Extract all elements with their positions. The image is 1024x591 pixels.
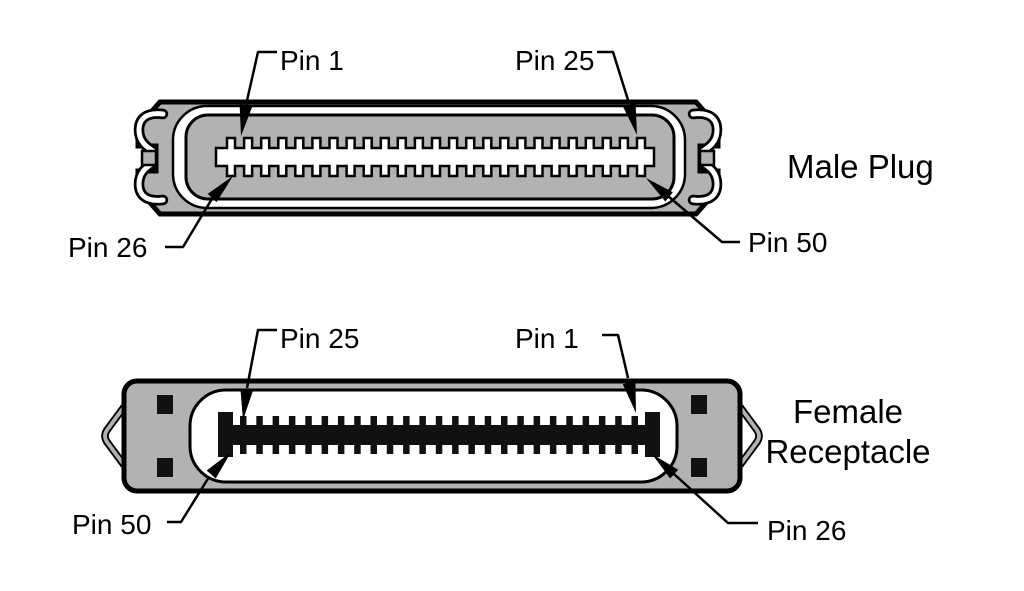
female-pin1-label: Pin 1 [515, 323, 579, 354]
female-pin25-leader [245, 328, 277, 389]
female-receptacle-diagram: Pin 25 Pin 1 Pin 50 Pin 26 Female Recept… [72, 323, 931, 546]
female-pin25-label: Pin 25 [280, 323, 359, 354]
female-pin26-label: Pin 26 [767, 515, 846, 546]
male-latch-tongue-left [140, 149, 158, 167]
female-pin26-arrowhead [652, 454, 679, 479]
male-latch-tongue-right [698, 149, 716, 167]
male-plug-diagram: Pin 1 Pin 25 Pin 26 Pin 50 Male Plug [68, 45, 934, 263]
female-pin50-label: Pin 50 [72, 509, 151, 540]
male-pin50-arrowhead [646, 178, 673, 202]
male-pin26-label: Pin 26 [68, 232, 147, 263]
male-bail-hook-left [133, 108, 169, 206]
male-bail-hook-right [687, 108, 723, 206]
male-pin26-arrowhead [207, 176, 233, 203]
male-pin25-label: Pin 25 [515, 45, 594, 76]
female-contact-bar [218, 412, 660, 457]
female-mount-slot-bottom-right [691, 458, 707, 477]
female-pin50-arrowhead [206, 452, 231, 479]
male-plug-title: Male Plug [787, 148, 934, 185]
female-pin25-arrowhead [240, 388, 254, 420]
female-pin1-leader [602, 333, 630, 379]
female-mount-slot-top-right [691, 395, 707, 414]
female-mount-slot-bottom-left [157, 458, 173, 477]
female-mount-slot-top-left [157, 395, 173, 414]
female-pin50-leader [167, 476, 211, 524]
male-pin50-leader [667, 195, 740, 244]
male-pin1-arrowhead [239, 104, 253, 136]
female-receptacle-title-line2: Receptacle [765, 433, 930, 470]
male-pin50-label: Pin 50 [748, 227, 827, 258]
male-pin-comb [214, 136, 656, 178]
male-pin26-leader [165, 196, 215, 249]
female-pin26-leader [673, 473, 758, 525]
male-pin1-leader [244, 50, 277, 106]
female-receptacle-title-line1: Female [793, 393, 903, 430]
male-pin1-label: Pin 1 [280, 45, 344, 76]
male-pin25-arrowhead [623, 103, 637, 135]
male-pin25-leader [597, 50, 630, 101]
female-pin1-arrowhead [622, 381, 636, 413]
